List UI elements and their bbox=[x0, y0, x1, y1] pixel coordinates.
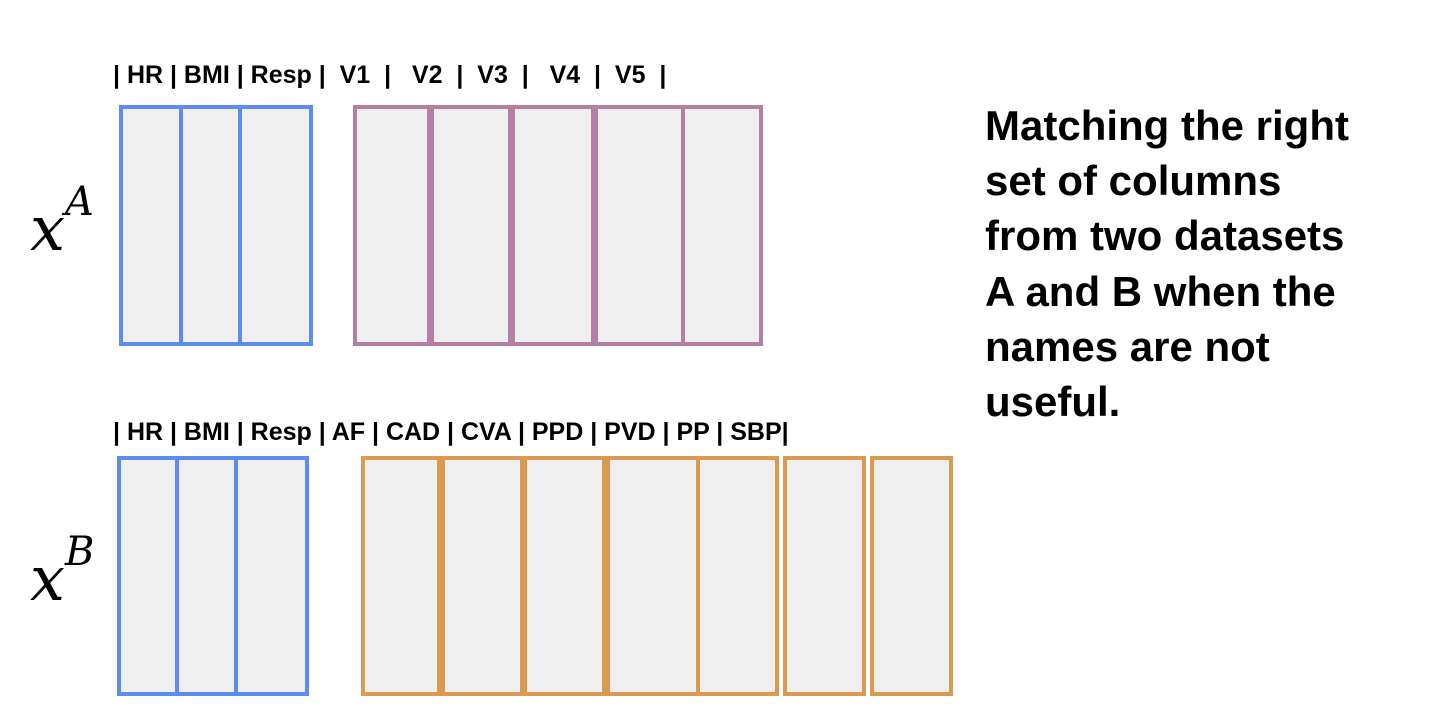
dataset-a-private-columns bbox=[353, 105, 763, 346]
description-line: useful. bbox=[985, 378, 1120, 425]
column-a-v5 bbox=[681, 105, 763, 346]
column-a-bmi bbox=[179, 105, 242, 346]
dataset-b-header: | HR | BMI | Resp | AF | CAD | CVA | PPD… bbox=[113, 418, 789, 446]
column-a-v3 bbox=[511, 105, 595, 346]
column-a-v4 bbox=[594, 105, 685, 346]
description: Matching the right set of columns from t… bbox=[985, 102, 1349, 425]
column-b-bmi bbox=[175, 456, 238, 696]
dataset-a-label: xA bbox=[30, 179, 94, 265]
dataset-a: | HR | BMI | Resp | V1 | V2 | V3 | V4 | … bbox=[30, 61, 763, 346]
column-b-af bbox=[361, 456, 441, 696]
description-line: from two datasets bbox=[985, 212, 1344, 259]
column-b-hr bbox=[117, 456, 179, 696]
dataset-a-header: | HR | BMI | Resp | V1 | V2 | V3 | V4 | … bbox=[113, 61, 666, 89]
column-b-ppd bbox=[606, 456, 700, 696]
dataset-a-shared-columns bbox=[119, 105, 313, 346]
column-b-pp bbox=[783, 456, 866, 696]
dataset-b-private-columns bbox=[361, 456, 953, 696]
column-a-hr bbox=[119, 105, 183, 346]
column-b-resp bbox=[234, 456, 309, 696]
column-a-v2 bbox=[430, 105, 512, 346]
column-a-resp bbox=[238, 105, 313, 346]
description-line: set of columns bbox=[985, 157, 1281, 204]
column-b-sbp bbox=[870, 456, 953, 696]
dataset-b-label: xB bbox=[30, 529, 94, 615]
column-a-v1 bbox=[353, 105, 431, 346]
column-b-pvd bbox=[696, 456, 779, 696]
dataset-b-shared-columns bbox=[117, 456, 309, 696]
column-b-cva bbox=[523, 456, 606, 696]
column-b-cad bbox=[441, 456, 524, 696]
description-line: Matching the right bbox=[985, 102, 1349, 149]
description-line: A and B when the bbox=[985, 268, 1336, 315]
description-line: names are not bbox=[985, 323, 1270, 370]
dataset-b: | HR | BMI | Resp | AF | CAD | CVA | PPD… bbox=[30, 418, 953, 696]
